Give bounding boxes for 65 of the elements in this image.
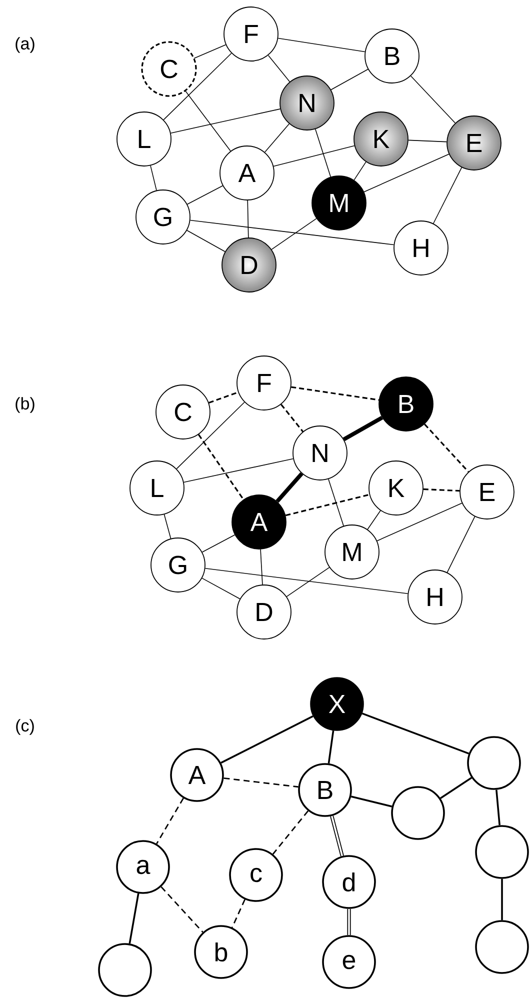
edge-line [150, 165, 157, 191]
edge-line [224, 777, 298, 788]
edge-line [328, 478, 344, 526]
edge-line [220, 715, 314, 764]
edge-line [160, 886, 204, 933]
edge-line [268, 54, 290, 82]
edge-line [164, 514, 172, 539]
empty-circle [467, 736, 521, 790]
edge-line [186, 230, 226, 252]
edge-line [285, 494, 370, 516]
edge-line [376, 502, 462, 542]
edge-line [272, 810, 309, 855]
edge-line [202, 578, 240, 600]
edge-line [350, 796, 392, 808]
edge-line [496, 790, 500, 826]
edge-line [194, 44, 226, 59]
edge-line [278, 38, 366, 52]
edge-line [208, 392, 238, 404]
edge-line [247, 200, 249, 238]
edge-line [183, 458, 294, 483]
edge-line [424, 424, 469, 472]
edge-line [408, 140, 447, 142]
panel-label: (b) [16, 397, 34, 413]
edge-line [446, 516, 476, 573]
edge-line [163, 52, 232, 120]
edge-line [176, 402, 245, 470]
edge-line [286, 567, 330, 597]
edge-line [423, 488, 460, 492]
panel-label: (c) [16, 719, 34, 735]
edge-line [156, 798, 184, 844]
edge-line [273, 145, 355, 167]
edge-line [190, 220, 394, 246]
edge-line [271, 218, 317, 250]
empty-circle [391, 786, 445, 840]
edge-line [362, 712, 470, 754]
edge-line [432, 167, 462, 224]
edge-line [291, 386, 379, 401]
edge-line [276, 472, 304, 503]
edge-line [280, 404, 304, 432]
edge-line [330, 68, 368, 90]
edge-line [410, 76, 456, 124]
edge-line [202, 534, 236, 553]
edge-line [347, 908, 351, 936]
edge-line [198, 434, 244, 500]
edge-line [328, 730, 334, 764]
edge-line [367, 510, 381, 530]
edge-line [232, 899, 246, 928]
edge-line [185, 90, 231, 152]
edge-line [128, 893, 140, 944]
empty-circle [475, 920, 529, 974]
edge-line [204, 568, 408, 594]
edge-line [440, 777, 472, 799]
edge-line [342, 416, 384, 442]
edge-line [330, 816, 344, 856]
edge-line [354, 162, 366, 180]
panel-label: (a) [16, 37, 34, 53]
edge-line [264, 123, 290, 153]
edge-line [260, 549, 263, 585]
edge-line [364, 154, 450, 192]
edge-line [170, 108, 281, 134]
empty-circle [98, 943, 152, 997]
edge-line [501, 878, 503, 920]
edge-line [314, 128, 332, 178]
empty-circle [475, 825, 529, 879]
edge-line [186, 185, 224, 205]
